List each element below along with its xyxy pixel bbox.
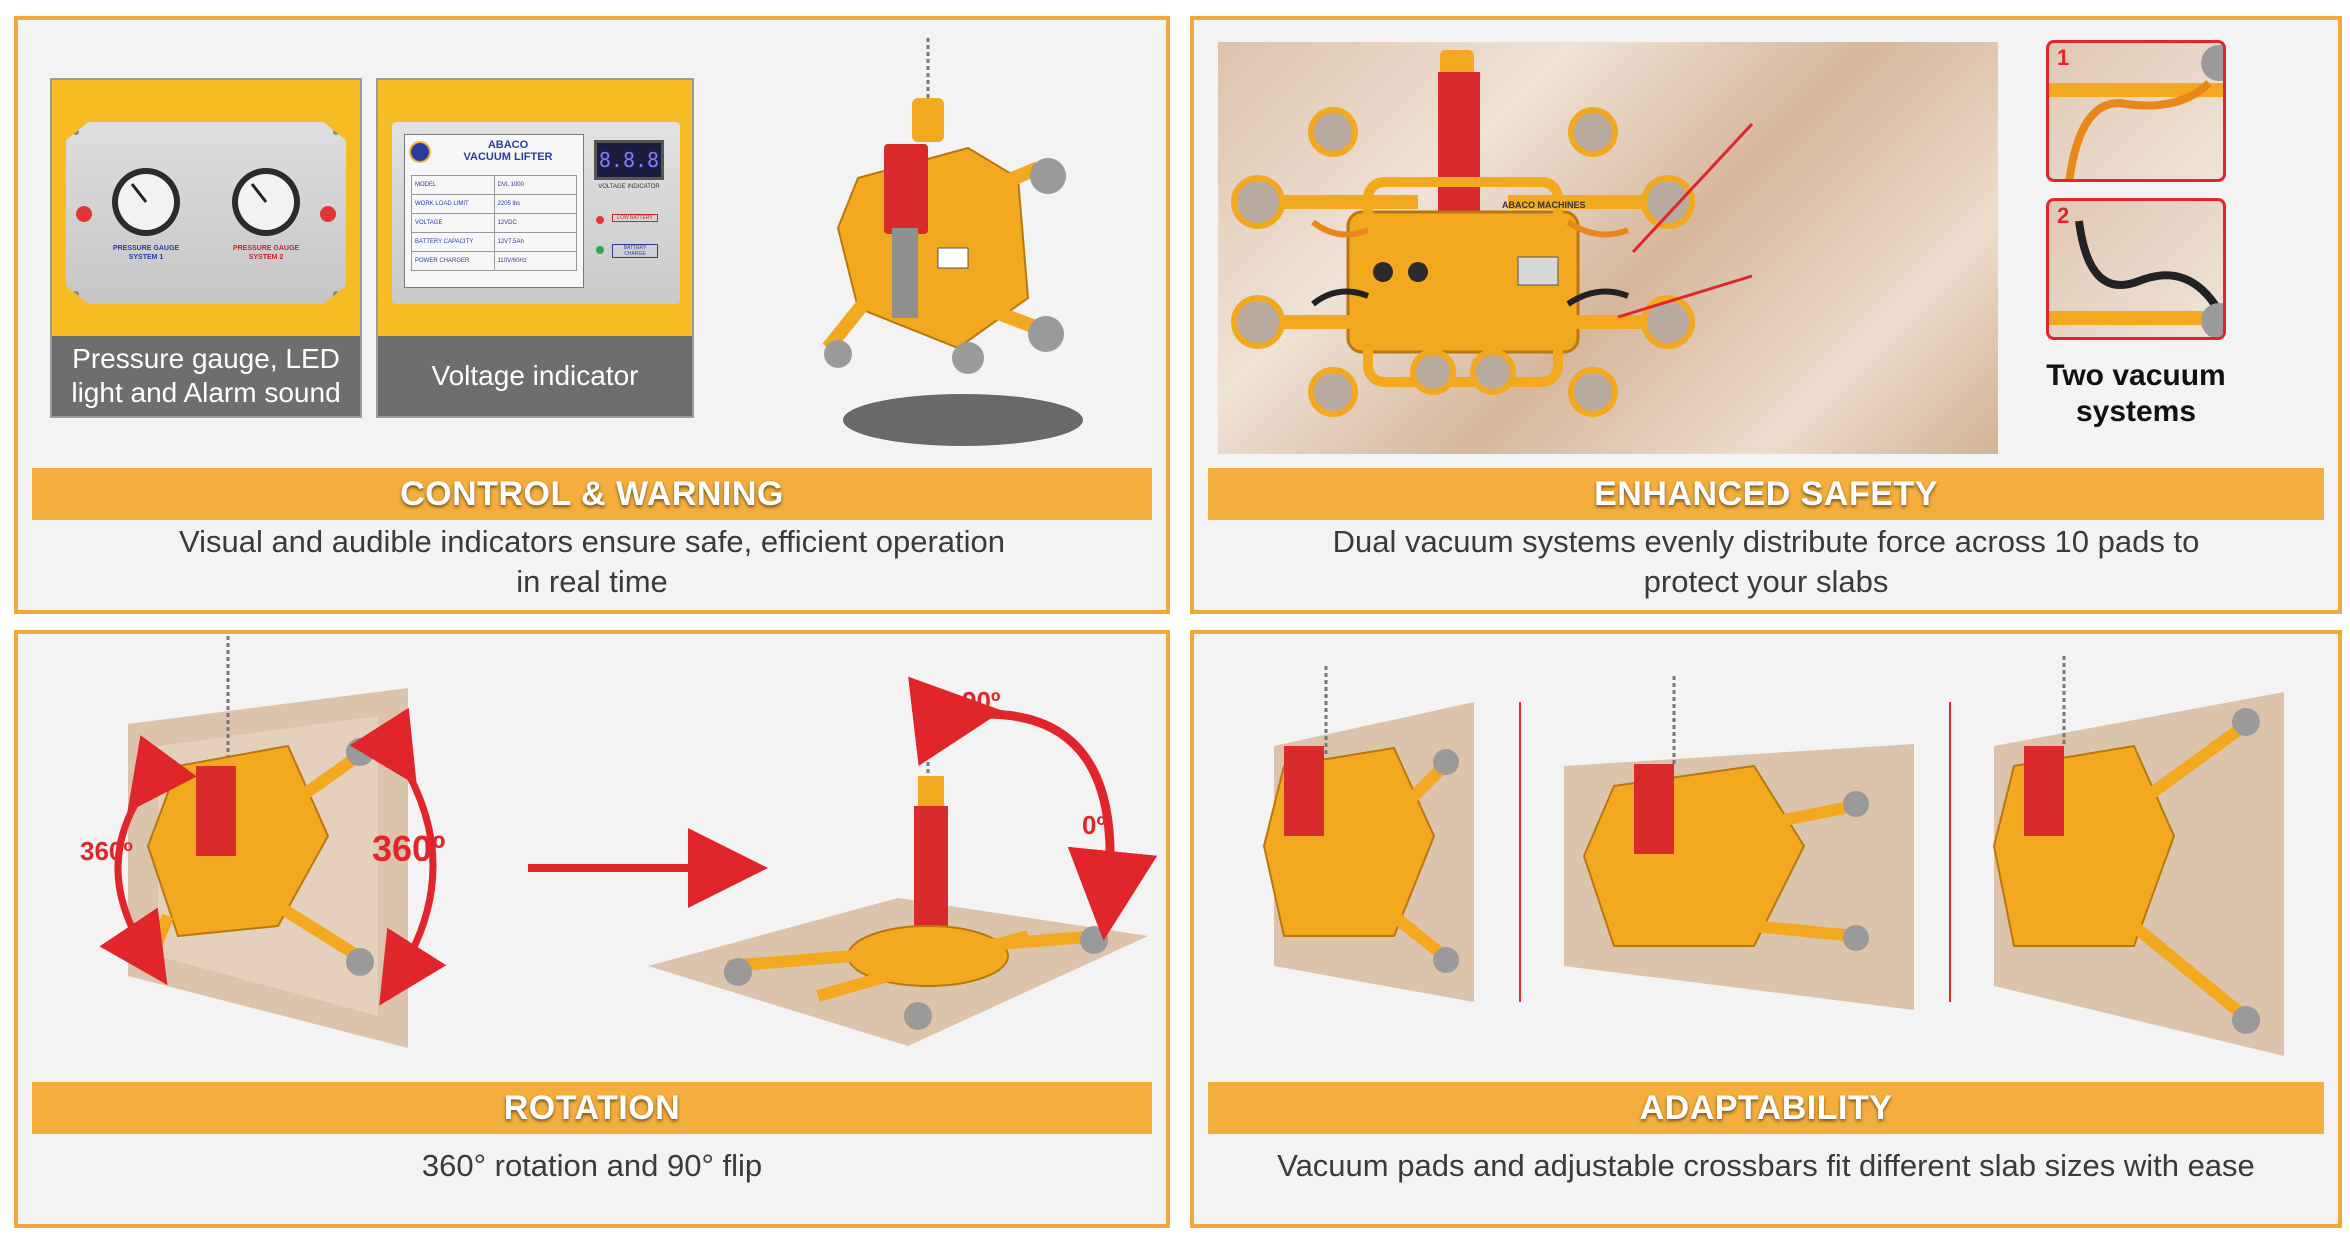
plate-title: ABACO <box>487 139 529 151</box>
voltage-indicator-label: VOLTAGE INDICATOR <box>598 184 660 190</box>
callout-2-badge: 2 <box>2057 203 2070 228</box>
adaptability-illustration <box>1262 656 2284 1056</box>
flip-0-label: 0º <box>1082 810 1106 840</box>
brand-text: ABACO MACHINES <box>1502 200 1586 210</box>
enhanced-safety-title-bar: ENHANCED SAFETY <box>1208 468 2324 520</box>
hose-black-graphic <box>2049 220 2223 337</box>
top-view-lifter-illustration <box>1231 50 1754 417</box>
vacuum-system-1-inset: 1 <box>2046 40 2226 182</box>
nameplate-value: 2205 lbs <box>497 201 521 207</box>
rotation-caption: 360° rotation and 90° flip <box>421 1148 763 1183</box>
adaptability-caption: Vacuum pads and adjustable crossbars fit… <box>1277 1148 2255 1183</box>
two-vacuum-systems-label: Two vacuum systems <box>2046 359 2226 428</box>
panel-enhanced-safety: ABACO MACHINES 1 2 Two vacuum systems EN… <box>1190 16 2342 614</box>
hanging-lifter-illustration <box>788 28 1128 468</box>
gauge-plate: PRESSURE GAUGE SYSTEM 1 PRESSURE GAUGE S… <box>66 122 346 304</box>
enhanced-safety-caption: Dual vacuum systems evenly distribute fo… <box>1332 524 2200 599</box>
nameplate-key: WORK LOAD LIMIT <box>412 195 495 213</box>
callout-1-badge: 1 <box>2057 45 2070 70</box>
nameplate-value: DVL 1000 <box>497 182 524 188</box>
gauge-panel-graphic <box>73 129 339 297</box>
rotation-title: ROTATION <box>503 1088 681 1127</box>
gauge-box-label: Pressure gauge, LED light and Alarm soun… <box>52 336 360 416</box>
rotation-title-bar: ROTATION <box>32 1082 1152 1134</box>
led-light-icon <box>320 206 336 222</box>
voltage-display: 8.8.8 <box>594 140 664 180</box>
led-light-icon <box>76 206 92 222</box>
adaptability-title: ADAPTABILITY <box>1639 1088 1893 1127</box>
hose-orange-graphic <box>2049 45 2223 179</box>
nameplate-key: BATTERY CAPACITY <box>412 233 495 251</box>
gauge2-label: PRESSURE GAUGE <box>232 245 300 252</box>
adaptability-title-bar: ADAPTABILITY <box>1208 1082 2324 1134</box>
control-warning-title-bar: CONTROL & WARNING <box>32 468 1152 520</box>
gauge-box: PRESSURE GAUGE SYSTEM 1 PRESSURE GAUGE S… <box>50 78 362 418</box>
panel-control-warning: PRESSURE GAUGE SYSTEM 1 PRESSURE GAUGE S… <box>14 16 1170 614</box>
control-warning-title: CONTROL & WARNING <box>400 474 784 513</box>
nameplate-logo-icon <box>409 141 431 163</box>
rotation-360-large-label: 360º <box>372 828 446 869</box>
enhanced-safety-title: ENHANCED SAFETY <box>1594 474 1938 513</box>
nameplate-key: MODEL <box>412 176 495 194</box>
vacuum-system-2-inset: 2 <box>2046 198 2226 340</box>
low-battery-label: LOW BATTERY <box>612 214 658 222</box>
rotation-illustration <box>99 636 1158 1048</box>
battery-charge-label: BATTERY CHARGE <box>612 244 658 258</box>
nameplate-key: VOLTAGE <box>412 214 495 232</box>
voltage-box-label: Voltage indicator <box>378 336 692 416</box>
flip-90-label: 90º <box>962 686 1001 716</box>
low-battery-led-icon <box>596 216 604 224</box>
control-warning-caption: Visual and audible indicators ensure saf… <box>178 524 1006 599</box>
nameplate-key: POWER CHARGER <box>412 252 495 270</box>
rotation-360-small-label: 360º <box>80 836 133 866</box>
battery-charge-led-icon <box>596 246 604 254</box>
panel-rotation: 360º 360º 90º 0º ROTATION 360° rotation … <box>14 630 1170 1228</box>
nameplate-value: 110V/60Hz <box>497 258 527 264</box>
nameplate-value: 12V7.5Ah <box>497 239 524 245</box>
gauge1-label: PRESSURE GAUGE <box>112 245 180 252</box>
panel-adaptability: ADAPTABILITY Vacuum pads and adjustable … <box>1190 630 2342 1228</box>
nameplate-value: 12VDC <box>497 220 517 226</box>
